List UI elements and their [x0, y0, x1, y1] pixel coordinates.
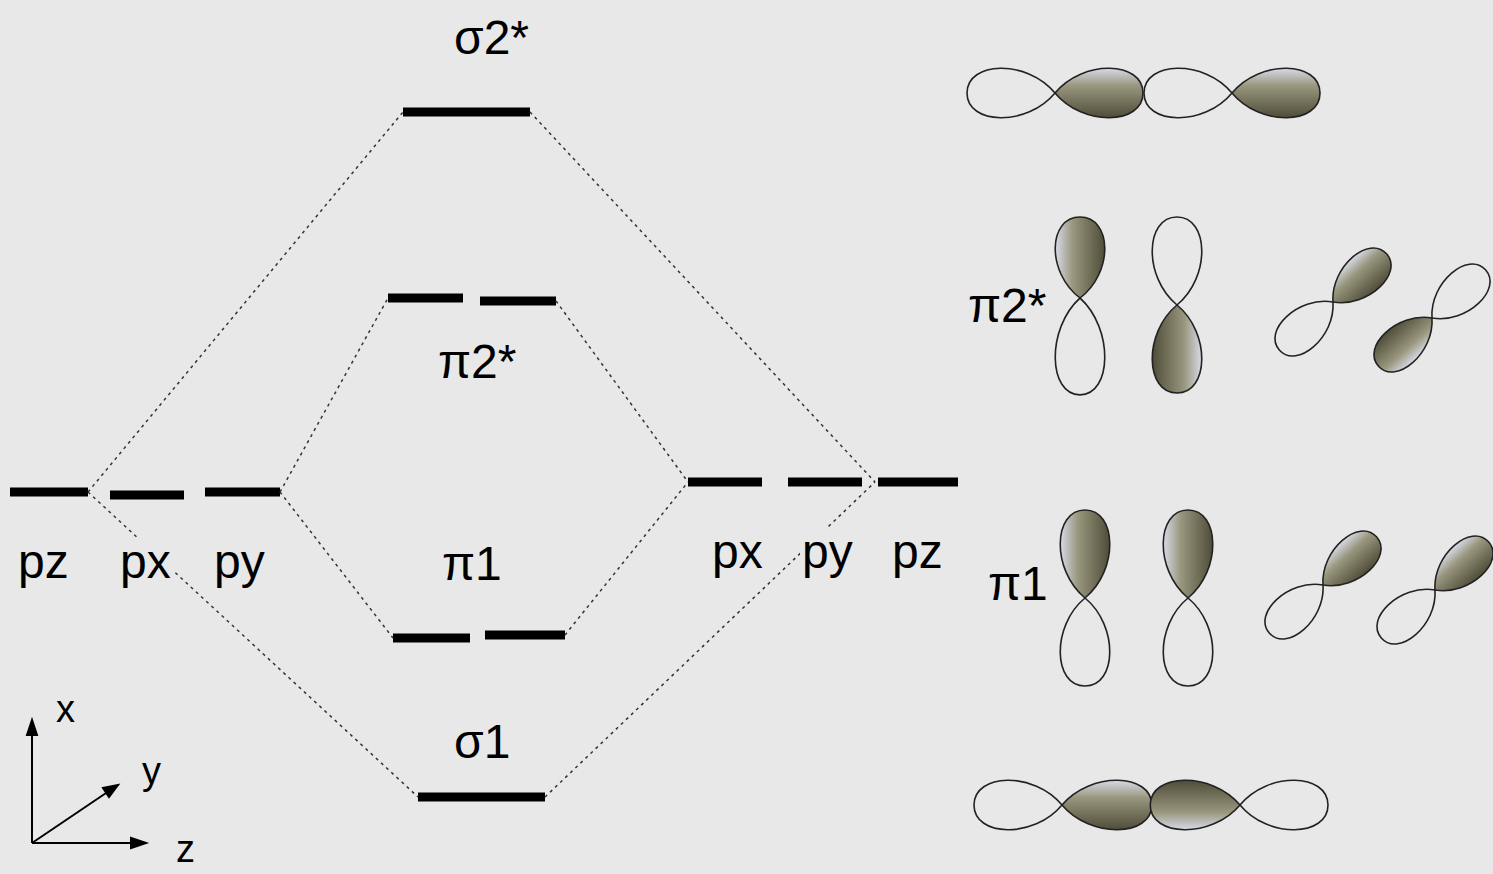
correlation-lines	[88, 112, 875, 797]
orbital-label: pz	[890, 528, 945, 576]
energy-levels	[10, 112, 958, 797]
orbital-label: py	[800, 528, 855, 576]
orbital-label: σ1	[452, 718, 512, 766]
orbital-pictures	[967, 68, 1493, 830]
orbital-label: π2*	[966, 282, 1049, 330]
orbital-label: σ2*	[452, 14, 531, 62]
orbital-label: pz	[16, 538, 71, 586]
orbital-label: py	[212, 538, 267, 586]
axis-label: y	[140, 752, 163, 790]
orbital-label: px	[710, 528, 765, 576]
axis-label: x	[54, 690, 77, 728]
orbital-label: π1	[440, 540, 504, 588]
axis-label: z	[174, 830, 197, 868]
orbital-label: px	[118, 538, 173, 586]
orbital-label: π2*	[436, 338, 519, 386]
orbital-label: π1	[986, 560, 1050, 608]
axes	[27, 720, 146, 848]
